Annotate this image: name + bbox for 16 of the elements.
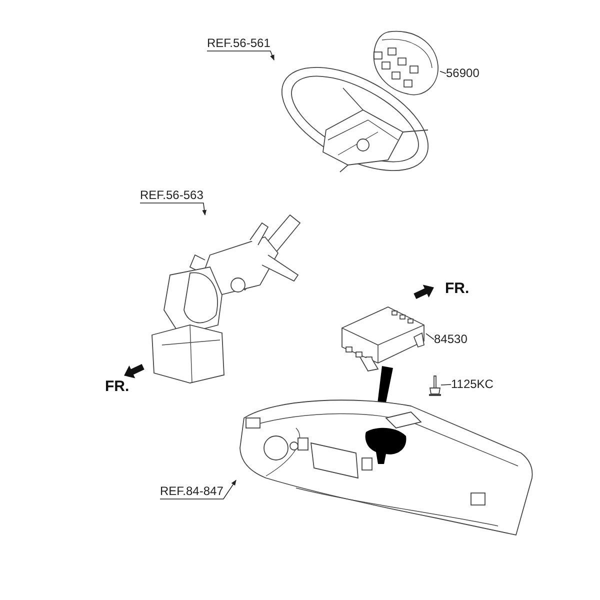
reference-number: REF.56-563 <box>140 188 204 203</box>
front-label: FR. <box>445 280 470 297</box>
front-label: FR. <box>105 378 130 395</box>
leader-line <box>140 202 207 216</box>
bolt-icon <box>429 376 441 396</box>
part-number: 84530 <box>434 332 468 347</box>
part-number: 56900 <box>446 66 480 81</box>
steering-column-drawing <box>150 215 300 385</box>
leader-line <box>440 384 452 386</box>
leader-line <box>426 333 434 340</box>
leader-line <box>160 480 236 500</box>
reference-number: REF.84-847 <box>160 484 224 499</box>
part-number: 1125KC <box>451 377 494 392</box>
reference-number: REF.56-561 <box>207 36 270 51</box>
leader-line <box>440 70 446 74</box>
leader-line <box>206 50 274 61</box>
